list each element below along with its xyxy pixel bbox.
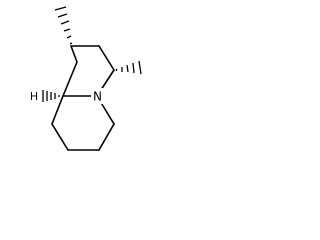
bond-c3-c4 bbox=[98, 45, 115, 71]
bond-c6-c7 bbox=[98, 123, 115, 151]
bond-c8-c9 bbox=[51, 123, 69, 151]
c9a-hydrogen-hashed-wedge bbox=[42, 90, 60, 102]
bridgehead-hydrogen-label: H bbox=[30, 90, 38, 103]
bond-c9-c9a bbox=[51, 95, 64, 125]
nitrogen-label-mask bbox=[91, 88, 104, 104]
nitrogen-label: N bbox=[93, 90, 102, 104]
bond-c9a-c1 bbox=[62, 61, 78, 97]
bond-c1-c2 bbox=[70, 45, 78, 63]
c4-methyl-hashed-wedge bbox=[115, 60, 142, 75]
c2-methyl-hashed-wedge bbox=[54, 6, 73, 45]
molecule-structure: N H bbox=[30, 6, 142, 151]
